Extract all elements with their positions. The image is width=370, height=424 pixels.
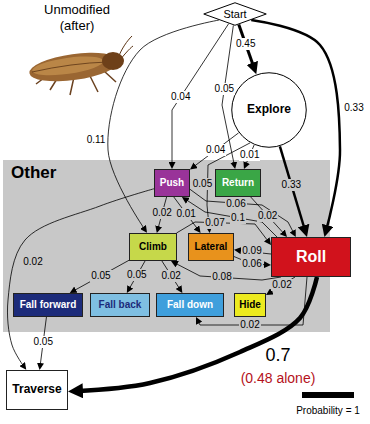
figure-title: Unmodified (after) <box>30 2 124 33</box>
state-box: Push <box>154 169 190 197</box>
probability-label: 0.02 <box>271 279 292 291</box>
state-box: Hide <box>234 293 266 317</box>
legend-text: Probability = 1 <box>296 405 360 416</box>
probability-label: 0.02 <box>160 270 181 282</box>
probability-label: 0.09 <box>241 245 262 257</box>
edge-label-patch: 0.02 <box>257 210 278 222</box>
edge-label-patch: 0.45 <box>235 38 256 50</box>
diamond-shape <box>204 3 267 26</box>
probability-label: 0.1 <box>230 212 246 224</box>
edge-label-patch: 0.06 <box>241 258 262 270</box>
edge-label-patch: 0.01 <box>239 149 260 161</box>
state-circle: Explore <box>231 72 307 148</box>
node-label: Start <box>223 8 246 21</box>
edge-label-patch: 0.05 <box>90 270 111 282</box>
edge-label-patch: 0.11 <box>86 134 107 146</box>
node-label: Lateral <box>195 241 228 253</box>
node-label: Return <box>222 177 254 189</box>
node-label: Push <box>160 177 184 189</box>
edge-label-patch: 0.07 <box>204 217 225 229</box>
edge-label-patch: 0.33 <box>281 179 302 191</box>
edge-label-patch: 0.02 <box>160 270 181 282</box>
state-box: Fall forward <box>13 293 83 317</box>
probability-label: 0.02 <box>22 256 43 268</box>
figure-title-box: Unmodified (after) <box>30 2 124 33</box>
wing-seam <box>32 62 108 72</box>
node-label: Fall forward <box>20 299 77 311</box>
node-label: Hide <box>239 299 261 311</box>
probability-label: 0.33 <box>343 102 364 114</box>
node-label: Climb <box>139 241 167 253</box>
state-box: Return <box>215 169 261 197</box>
node-label: Roll <box>296 248 326 266</box>
probability-label: 0.06 <box>225 198 246 210</box>
edge-label-patch: 0.04 <box>170 91 191 103</box>
probability-label: 0.02 <box>239 319 260 331</box>
edge-label-patch: 0.01 <box>175 208 196 220</box>
probability-label: 0.05 <box>90 270 111 282</box>
probability-label: 0.07 <box>204 217 225 229</box>
circle-shape <box>232 73 307 148</box>
start-diamond: Start <box>203 2 267 26</box>
node-label: Traverse <box>12 383 61 397</box>
edge-label-patch: 0.05 <box>126 269 147 281</box>
edge-label-patch: 0.33 <box>343 102 364 114</box>
edge-label-patch: 0.02 <box>271 279 292 291</box>
edge-label-patch: 0.08 <box>211 271 232 283</box>
probability-label: 0.02 <box>151 207 172 219</box>
edge-label-patch: 0.02 <box>151 207 172 219</box>
probability-label: 0.05 <box>126 269 147 281</box>
probability-label: 0.04 <box>205 144 226 156</box>
edge-label-patch: 0.1 <box>230 212 246 224</box>
edge-label-patch: 0.05 <box>192 178 213 190</box>
edge-label-patch: 0.02 <box>239 319 260 331</box>
note-text: (0.48 alone) <box>241 370 316 387</box>
transition-arrow <box>269 277 295 293</box>
probability-label: 0.45 <box>235 38 256 50</box>
note-text-box: (0.48 alone) <box>241 370 316 387</box>
edge-label-patch: 0.05 <box>214 83 235 95</box>
probability-label: 0.33 <box>281 179 302 191</box>
probability-label: 0.04 <box>170 91 191 103</box>
probability-label: 0.08 <box>211 271 232 283</box>
probability-label: 0.05 <box>214 83 235 95</box>
pronotum <box>102 52 124 70</box>
legend-sample-line <box>302 392 354 398</box>
probability-label: 0.05 <box>33 336 54 348</box>
probability-label: 0.7 <box>264 345 291 367</box>
state-box: Fall back <box>90 293 150 317</box>
edge-label-patch: 0.05 <box>33 336 54 348</box>
probability-label: 0.05 <box>192 178 213 190</box>
cockroach-photo <box>22 34 134 100</box>
state-box: Fall down <box>156 293 224 317</box>
edge-label-patch: 0.7 <box>264 345 291 367</box>
edge-label-patch: 0.09 <box>241 245 262 257</box>
probability-label: 0.01 <box>175 208 196 220</box>
state-box: Lateral <box>188 233 234 261</box>
legend-entry: Probability = 1 <box>296 405 360 416</box>
probability-label: 0.11 <box>86 134 107 146</box>
probability-label: 0.06 <box>241 258 262 270</box>
wing <box>31 53 105 79</box>
probability-label: 0.02 <box>257 210 278 222</box>
node-label: Fall down <box>167 299 213 311</box>
end-box: Traverse <box>6 370 68 410</box>
probability-label: 0.01 <box>239 149 260 161</box>
node-label: Explore <box>247 103 291 117</box>
state-box: Roll <box>271 237 351 277</box>
edge-label-patch: 0.06 <box>225 198 246 210</box>
edge-label-patch: 0.02 <box>22 256 43 268</box>
edge-label-patch: 0.04 <box>205 144 226 156</box>
state-box: Climb <box>129 233 177 261</box>
node-label: Fall back <box>99 299 142 311</box>
